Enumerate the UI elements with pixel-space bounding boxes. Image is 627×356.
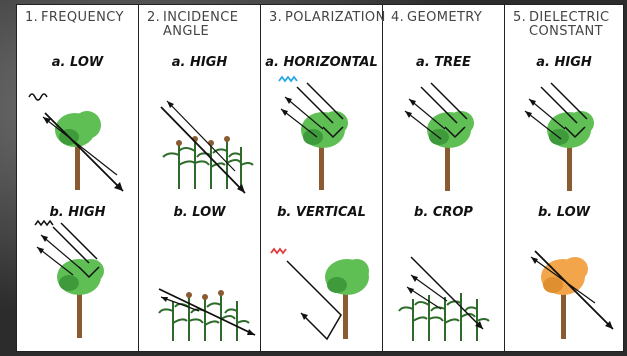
column-polarization: 3. POLARIZATION a. HORIZONTAL b. VERTICA…	[261, 5, 383, 351]
tree-icon	[547, 111, 594, 191]
tree-icon	[325, 259, 369, 339]
tree-icon	[55, 111, 101, 190]
incidence-angle-illustration	[139, 5, 261, 351]
horizontal-wave-icon	[279, 77, 297, 81]
tree-icon	[301, 111, 348, 190]
crop-field-icon	[159, 295, 249, 341]
tree-icon	[57, 259, 104, 338]
vertical-wave-icon	[271, 249, 286, 253]
column-frequency: 1. FREQUENCY a. LOW b. HIGH	[17, 5, 139, 351]
column-geometry: 4. GEOMETRY a. TREE b. CROP	[383, 5, 505, 351]
short-wave-icon	[35, 221, 53, 225]
column-incidence-angle: 2. INCIDENCE ANGLE a. HIGH b. LOW	[139, 5, 261, 351]
polarization-illustration	[261, 5, 383, 351]
dielectric-illustration	[505, 5, 623, 351]
long-wave-icon	[29, 94, 47, 100]
radar-parameters-diagram: 1. FREQUENCY a. LOW b. HIGH	[16, 4, 624, 352]
crop-field-icon	[399, 293, 489, 341]
column-dielectric-constant: 5. DIELECTRIC CONSTANT a. HIGH b. LOW	[505, 5, 623, 351]
frequency-illustration	[17, 5, 139, 351]
crop-field-icon	[163, 141, 253, 189]
incident-arrow	[161, 107, 245, 193]
geometry-illustration	[383, 5, 505, 351]
backscatter-arrow	[41, 235, 81, 269]
tree-icon	[427, 111, 474, 191]
